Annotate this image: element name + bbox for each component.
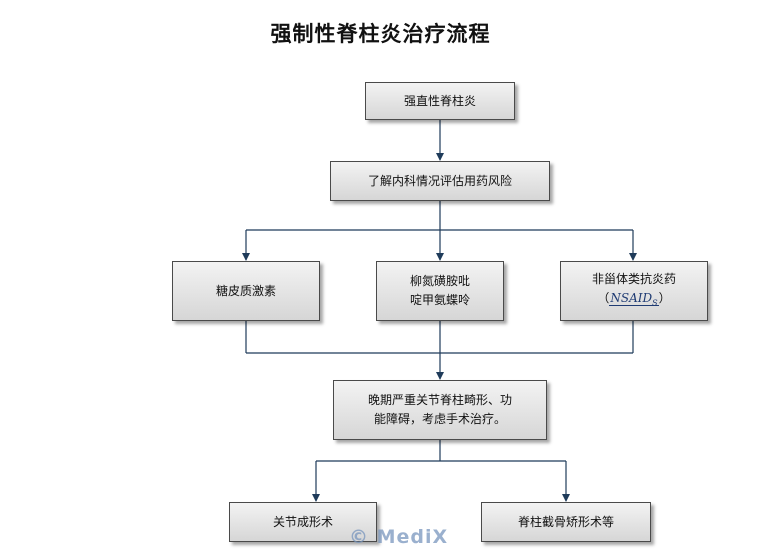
- nsaid-abbr-text: NSAID: [610, 290, 653, 305]
- node-label-line1: 非甾体类抗炎药: [591, 271, 676, 286]
- node-arthroplasty: 关节成形术: [229, 502, 377, 542]
- node-spinal-osteotomy: 脊柱截骨矫形术等: [481, 502, 651, 542]
- node-label: 关节成形术: [272, 514, 333, 529]
- diagram-title: 强制性脊柱炎治疗流程: [270, 22, 491, 46]
- nsaid-close-paren: ）: [658, 290, 671, 305]
- node-assess-risk: 了解内科情况评估用药风险: [330, 161, 550, 201]
- node-label: 脊柱截骨矫形术等: [517, 514, 614, 529]
- node-label: 柳氮磺胺吡 啶甲氨蝶呤: [410, 272, 470, 310]
- node-label: 强直性脊柱炎: [403, 93, 476, 108]
- node-nsaid: 非甾体类抗炎药 （NSAIDS）: [560, 261, 708, 321]
- nsaid-abbreviation: NSAIDS: [609, 290, 659, 308]
- node-label-line2: 能障碍，考虑手术治疗。: [373, 412, 506, 426]
- node-sulfasalazine-methotrexate: 柳氮磺胺吡 啶甲氨蝶呤: [376, 261, 504, 321]
- nsaid-open-paren: （: [597, 290, 610, 305]
- nsaid-abbr-subscript: S: [652, 298, 658, 308]
- node-glucocorticoid: 糖皮质激素: [172, 261, 320, 321]
- node-label: 非甾体类抗炎药 （NSAIDS）: [592, 270, 676, 312]
- node-label-line1: 晚期严重关节脊柱畸形、功: [367, 393, 512, 407]
- node-label: 糖皮质激素: [215, 283, 276, 298]
- node-surgery-consideration: 晚期严重关节脊柱畸形、功 能障碍，考虑手术治疗。: [333, 380, 547, 440]
- watermark: © MediX: [349, 526, 449, 548]
- node-label-line2: 啶甲氨蝶呤: [409, 293, 470, 307]
- node-label: 晚期严重关节脊柱畸形、功 能障碍，考虑手术治疗。: [368, 391, 512, 429]
- node-label-line1: 柳氮磺胺吡: [409, 274, 470, 288]
- node-label: 了解内科情况评估用药风险: [367, 173, 512, 188]
- node-ankylosing-spondylitis: 强直性脊柱炎: [365, 82, 515, 120]
